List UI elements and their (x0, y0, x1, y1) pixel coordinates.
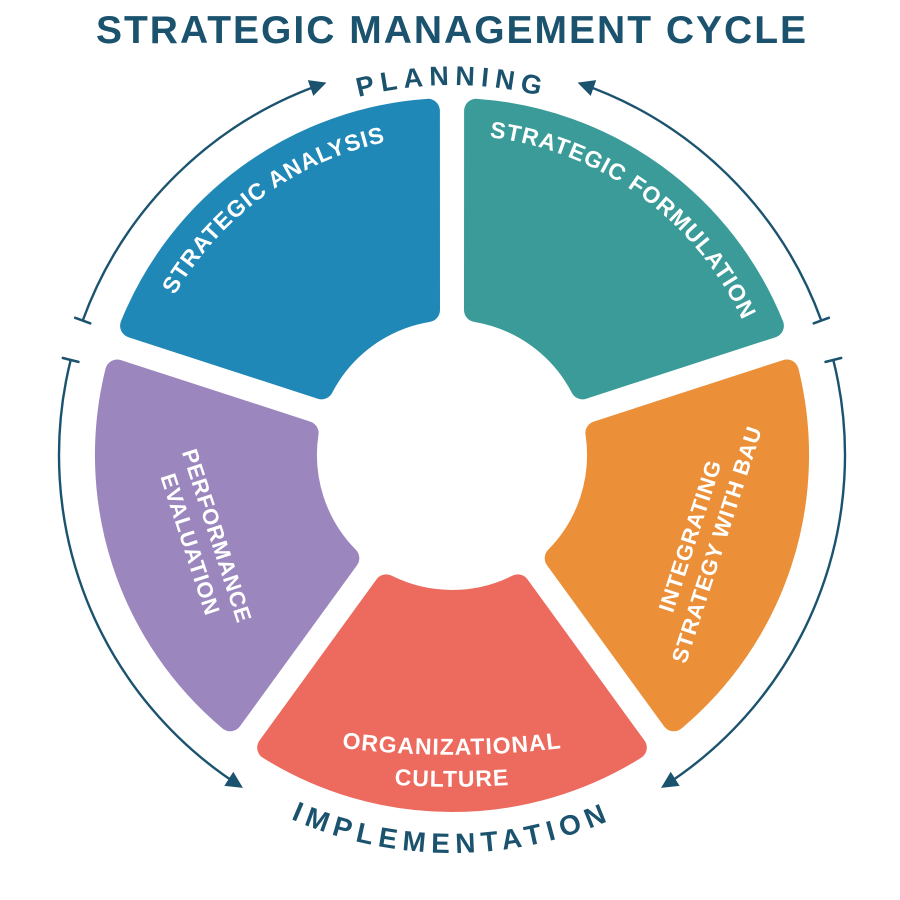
arrow-tail-tick-bottom-right (824, 356, 843, 364)
wedge-strategic-formulation-outline (464, 98, 784, 400)
arrow-tail-tick-top-right (812, 316, 831, 325)
label-organizational-culture-line2: CULTURE (394, 764, 510, 792)
arrow-tail-tick-bottom-left (61, 356, 80, 364)
wedge-performance-evaluation-outline (95, 359, 360, 732)
cycle-arrow-bottom-left (57, 359, 243, 788)
cycle-arrow-top-left (81, 80, 327, 322)
cycle-wedges (95, 98, 809, 812)
wedge-strategic-analysis (132, 110, 428, 388)
wedge-strategic-analysis-outline (120, 98, 440, 400)
cycle-arrow-bottom-right (661, 359, 847, 788)
page-title: STRATEGIC MANAGEMENT CYCLE (96, 9, 808, 52)
wedge-organizational-culture-outline (257, 574, 647, 812)
outer-label-planning: PLANNING (353, 61, 551, 103)
cycle-arrow-top-right (577, 80, 823, 322)
wedge-integrating-strategy-with-bau-outline (544, 359, 809, 732)
arrow-tail-tick-top-left (73, 316, 92, 325)
wedge-strategic-formulation (476, 110, 772, 388)
cycle-arrows (57, 80, 847, 788)
